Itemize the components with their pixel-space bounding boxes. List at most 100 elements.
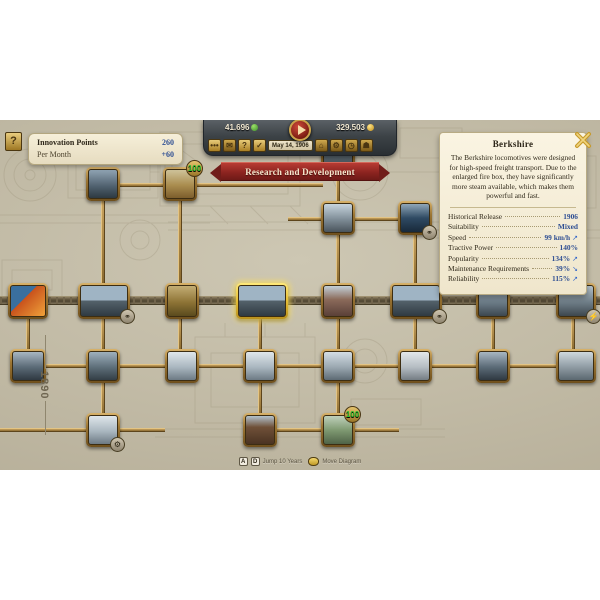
info-divider: [450, 206, 576, 208]
hud-buttons-row[interactable]: ••• ✉ ? ✓ May 14, 1906 ⌂ ⚙ ◷ ☗: [204, 135, 396, 155]
tech-node-keep-out-sign[interactable]: [321, 349, 355, 383]
tech-node-consolidation[interactable]: ⚭: [78, 283, 135, 324]
tech-link: [336, 169, 340, 201]
tech-link: [355, 364, 399, 368]
blueprint-decor-bottom: [155, 315, 455, 465]
tech-node-art: [167, 285, 197, 317]
tech-node-gold-trophy[interactable]: [321, 201, 355, 235]
stat-value: 134%: [551, 253, 571, 263]
money-icon: [367, 124, 374, 131]
tech-link: [432, 364, 477, 368]
personnel-icon[interactable]: ☗: [359, 138, 373, 152]
tech-link: [571, 319, 575, 351]
tech-node-research-book[interactable]: [243, 413, 277, 447]
stat-leader: [504, 215, 561, 217]
help-icon[interactable]: ?: [238, 138, 251, 152]
mouse-icon: [308, 457, 320, 466]
tech-link: [355, 428, 399, 432]
tech-node-status-icon: ⚡: [586, 309, 600, 324]
tophat-icon[interactable]: ⌂: [314, 138, 328, 152]
tech-link: [258, 383, 262, 415]
per-month-row: Per Month +60: [37, 149, 174, 161]
tech-node-inspection[interactable]: [476, 349, 510, 383]
timeline-year-label: 1890: [38, 371, 50, 400]
stat-leader: [532, 268, 553, 269]
resource-right: 329.503: [336, 123, 374, 132]
stat-value: Mixed: [557, 222, 578, 232]
top-hud-bar[interactable]: 41.696 329.503 ••• ✉ ? ✓ May 14, 1906 ⌂ …: [203, 120, 397, 156]
research-banner-title: Research and Development: [221, 162, 379, 181]
tech-node-art: [80, 285, 128, 317]
tech-node-signal-bell[interactable]: [86, 349, 120, 383]
tech-node-rail-laying[interactable]: [556, 349, 596, 383]
tech-node-art: [88, 169, 118, 199]
tech-link: [336, 235, 340, 283]
tech-node-cost-badge: 100: [344, 406, 361, 423]
play-pause-button[interactable]: [289, 120, 311, 141]
tasks-icon[interactable]: •••: [208, 138, 221, 152]
tech-node-berkshire[interactable]: [236, 283, 288, 319]
jump-hint-group: A D Jump 10 Years: [238, 457, 302, 466]
locomotive-info-card: Berkshire The Berkshire locomotives were…: [439, 132, 587, 295]
tech-link: [258, 319, 262, 351]
stat-leader: [496, 247, 557, 249]
stat-label: Reliability: [448, 274, 480, 284]
resource-right-value: 329.503: [336, 123, 365, 132]
close-icon[interactable]: [573, 130, 593, 150]
tech-node-art: [245, 415, 275, 445]
stat-label: Suitability: [448, 222, 479, 232]
timeline-line-top: [44, 335, 46, 369]
tech-node-status-icon: ⚙: [110, 437, 125, 452]
tech-node-chemical-lab[interactable]: [321, 283, 355, 319]
tech-node-art: [323, 351, 353, 381]
industry-icon[interactable]: ⚙: [329, 138, 343, 152]
rail-track: [0, 296, 600, 305]
game-viewport[interactable]: 100⚭⚙100⚭⚭⚡ 1890 ? Innovation Points 260…: [0, 120, 600, 470]
tech-node-turbine[interactable]: [10, 349, 46, 383]
tech-node-poster-board[interactable]: ⚭: [398, 201, 437, 240]
stat-value: 1906: [563, 211, 578, 221]
tech-node-valve-gear[interactable]: [165, 283, 199, 319]
tech-link: [120, 183, 165, 187]
tech-link: [46, 364, 88, 368]
tech-link: [101, 319, 105, 351]
research-banner: Research and Development: [221, 162, 379, 181]
tech-link: [26, 319, 30, 351]
tech-node-newspaper-ad[interactable]: [165, 349, 199, 383]
tech-link: [355, 217, 398, 221]
stat-value: 39%: [555, 264, 571, 273]
tech-link: [336, 319, 340, 351]
research-icon[interactable]: ◷: [344, 138, 358, 152]
tech-node-art: [167, 351, 197, 381]
innovation-points-label: Innovation Points: [37, 138, 98, 147]
tech-node-firebox[interactable]: [8, 283, 48, 319]
trend-down-icon: ↘: [572, 265, 578, 273]
stat-label: Historical Release: [448, 211, 502, 221]
tech-node-blast-pipe[interactable]: [86, 167, 120, 201]
tech-link: [178, 201, 182, 283]
tech-node-cash-bundle[interactable]: 100: [321, 406, 361, 447]
help-button[interactable]: ?: [5, 132, 22, 151]
tech-node-passenger-car[interactable]: ⚭: [390, 283, 447, 324]
tech-node-art: [12, 351, 44, 381]
tech-link: [491, 319, 495, 351]
checklist-icon[interactable]: ✓: [253, 138, 266, 152]
tech-node-ticket-office[interactable]: [398, 349, 432, 383]
tech-link: [296, 428, 322, 432]
tech-link: [101, 383, 105, 415]
tech-node-ledger-stack[interactable]: ⚙: [86, 413, 125, 452]
tech-node-art: [10, 285, 46, 317]
tech-link: [197, 183, 323, 187]
locomotive-name: Berkshire: [492, 139, 534, 149]
tech-node-status-icon: ⚭: [120, 309, 135, 324]
mail-icon[interactable]: ✉: [223, 138, 236, 152]
date-display: May 14, 1906: [268, 139, 313, 151]
tech-node-city-depot[interactable]: 100: [163, 160, 203, 201]
tech-node-art: [88, 351, 118, 381]
tech-link: [510, 364, 556, 368]
tech-node-blueprint-easel[interactable]: [243, 349, 277, 383]
